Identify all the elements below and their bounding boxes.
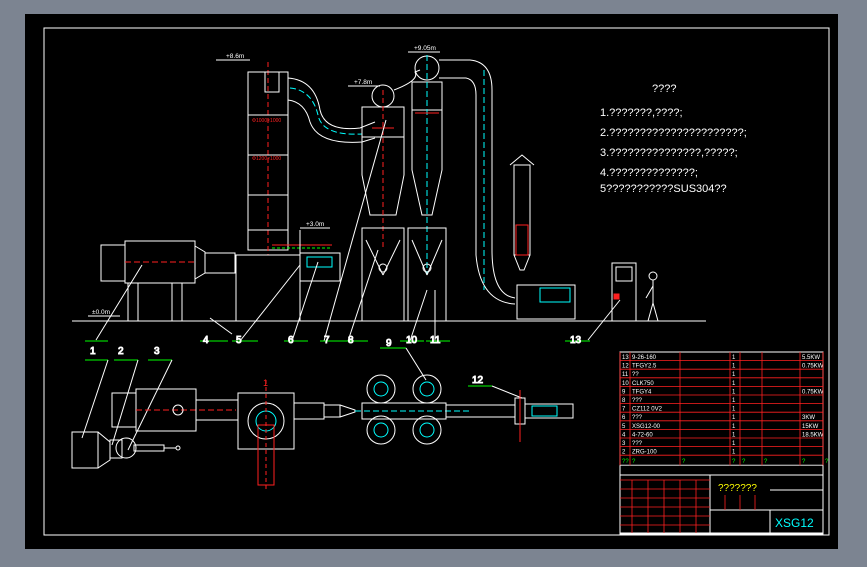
bom-item-name: XSG12-00 xyxy=(632,424,661,430)
bom-item-name: CZ112 0V2 xyxy=(632,407,663,413)
elevation-label: +7.8m xyxy=(354,79,372,86)
callout-number: 5 xyxy=(236,335,242,346)
callout-number: 7 xyxy=(324,335,330,346)
title-block-name: ??????? xyxy=(718,483,757,494)
note-line: 5???????????SUS304?? xyxy=(600,183,727,195)
bom-item-no: 3 xyxy=(622,441,626,447)
callout-number: 11 xyxy=(430,335,441,346)
note-line: 4.??????????????; xyxy=(600,167,698,179)
sheet-border xyxy=(43,27,830,536)
drawing-number: XSG12 xyxy=(775,516,814,530)
bom-item-qty: 1 xyxy=(732,355,736,361)
drawing-sheet xyxy=(25,14,838,549)
elevation-label: +8.6m xyxy=(226,53,244,60)
callout-number: 8 xyxy=(348,335,354,346)
bom-item-name: ??? xyxy=(632,398,643,404)
bom-item-qty: 1 xyxy=(732,441,736,447)
note-line: 1.???????,????; xyxy=(600,107,683,119)
callout-number: 1 xyxy=(90,346,96,357)
bom-item-name: CLK750 xyxy=(632,381,654,387)
bom-item-qty: 1 xyxy=(732,450,736,456)
return-duct xyxy=(439,59,516,305)
bom-item-qty: 1 xyxy=(732,415,736,421)
bom-item-qty: 1 xyxy=(732,432,736,438)
bom-item-qty: 1 xyxy=(732,389,736,395)
callout-number: 13 xyxy=(570,335,582,346)
bom-item-name: ?? xyxy=(632,372,639,378)
bom-item-qty: 1 xyxy=(732,407,736,413)
bom-item-no: 7 xyxy=(622,407,626,413)
bom-item-name: ??? xyxy=(632,415,643,421)
bom-item-no: 8 xyxy=(622,398,626,404)
control-panel xyxy=(611,262,659,322)
bom-header-cell: ? xyxy=(825,459,829,465)
bom-item-no: 9 xyxy=(622,389,626,395)
bom-item-name: ??? xyxy=(632,441,643,447)
hot-air-furnace xyxy=(100,240,236,321)
bom-header-cell: ? xyxy=(742,459,746,465)
bom-header-cell: ? xyxy=(732,459,736,465)
bom-item-qty: 1 xyxy=(732,424,736,430)
bom-item-rating: 0.75KW xyxy=(802,389,824,395)
callout-number: 3 xyxy=(154,346,160,357)
bom-item-qty: 1 xyxy=(732,364,736,370)
bom-item-rating: 5.5KW xyxy=(802,355,820,361)
bom-header-cell: ?? xyxy=(622,459,629,465)
bom-item-rating: 18.5KW xyxy=(802,432,824,438)
drying-column xyxy=(235,62,341,322)
elevation-label: +9.05m xyxy=(414,45,436,52)
technical-notes: ???? 1.???????,????; 2.?????????????????… xyxy=(600,83,747,195)
bom-item-no: 6 xyxy=(622,415,626,421)
callout-number: 2 xyxy=(118,346,124,357)
bom-item-name: TFGY2.5 xyxy=(632,364,657,370)
column-mark: Φ1000×1000 xyxy=(252,118,281,124)
bom-item-qty: 1 xyxy=(732,398,736,404)
bom-item-no: 4 xyxy=(622,432,626,438)
callout-number: 4 xyxy=(203,335,209,346)
bom-item-no: 13 xyxy=(622,355,629,361)
bom-item-no: 10 xyxy=(622,381,629,387)
bom-item-qty: 1 xyxy=(732,381,736,387)
elevation-view xyxy=(72,55,706,322)
bom-header-cell: ? xyxy=(802,459,806,465)
bom-item-name: 9-26-160 xyxy=(632,355,657,361)
bom-item-qty: 1 xyxy=(732,372,736,378)
bom-item-no: 12 xyxy=(622,364,629,370)
bom-item-no: 5 xyxy=(622,424,626,430)
column-mark: Φ1200×1000 xyxy=(252,156,281,162)
notes-title: ???? xyxy=(652,83,676,95)
bom-header-cell: ? xyxy=(632,459,636,465)
plan-view xyxy=(71,374,574,490)
bom-item-no: 2 xyxy=(622,450,626,456)
bom-item-name: TFGY4 xyxy=(632,389,652,395)
bom-item-rating: 15KW xyxy=(802,424,819,430)
callout-number: 9 xyxy=(386,338,392,349)
bom-item-rating: 3KW xyxy=(802,415,815,421)
cyclone-2 xyxy=(407,55,447,322)
callouts: 1 4 5 6 7 8 10 11 13 2 3 9 xyxy=(81,119,621,451)
callout-number: 10 xyxy=(406,335,418,346)
elevation-label: ±0.0m xyxy=(92,309,110,316)
bom-item-rating: 0.75KW xyxy=(802,364,824,370)
note-line: 2.??????????????????????; xyxy=(600,127,747,139)
bom-item-name: 4-72-60 xyxy=(632,432,653,438)
bom-header-cell: ? xyxy=(682,459,686,465)
plan-mark: 1 xyxy=(263,378,268,388)
bom-item-name: ZRG-100 xyxy=(632,450,657,456)
elevation-label: +3.0m xyxy=(306,221,324,228)
bom-item-no: 11 xyxy=(622,372,629,378)
title-block-grid xyxy=(620,479,756,533)
callout-number: 6 xyxy=(288,335,294,346)
callout-number: 12 xyxy=(472,375,484,386)
bom-header-cell: ? xyxy=(764,459,768,465)
cyclone-1 xyxy=(361,69,421,322)
duct-column-cyclone xyxy=(287,77,376,143)
elevation-marks: +8.6m +9.05m +7.8m +3.0m ±0.0m Φ1000×100… xyxy=(88,45,440,317)
exhaust-stack xyxy=(509,154,576,320)
note-line: 3.???????????????,?????; xyxy=(600,147,738,159)
